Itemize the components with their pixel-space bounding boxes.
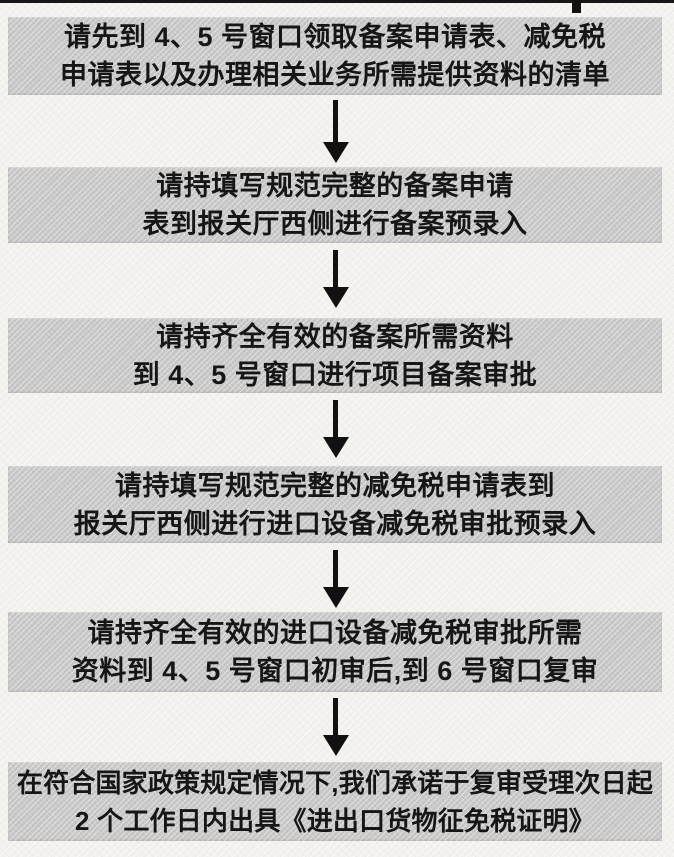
flow-step-3-line-1: 请持齐全有效的备案所需资料 [156,321,514,352]
flow-step-1: 请先到 4、5 号窗口领取备案申请表、减免税 申请表以及办理相关业务所需提供资料… [8,17,662,95]
arrow-shaft [333,550,338,587]
arrow-shaft [333,250,338,287]
flow-step-3-line-2: 到 4、5 号窗口进行项目备案审批 [132,359,538,390]
flow-step-6-line-1: 在符合国家政策规定情况下,我们承诺于复审受理次日起 [16,767,654,798]
flow-step-4-line-2: 报关厅西侧进行进口设备减免税审批预录入 [73,508,597,539]
scan-artifact-top-strip [0,0,674,3]
arrow-head [322,587,349,608]
arrow-down-icon [322,250,349,308]
arrow-down-icon [322,100,349,163]
arrow-head [322,735,349,756]
flow-step-2-line-2: 表到报关厅西侧进行备案预录入 [142,209,528,239]
flow-step-4: 请持填写规范完整的减免税申请表到 报关厅西侧进行进口设备减免税审批预录入 [8,466,662,543]
flow-step-1-line-2: 申请表以及办理相关业务所需提供资料的清单 [60,60,610,90]
flow-step-4-line-1: 请持填写规范完整的减免税申请表到 [115,470,555,501]
flow-step-5-line-2: 资料到 4、5 号窗口初审后,到 6 号窗口复审 [71,656,599,686]
arrow-shaft [333,100,338,142]
flow-step-2-line-1: 请持填写规范完整的备案申请 [156,171,514,201]
scan-artifact-blob [572,0,581,13]
flow-step-6: 在符合国家政策规定情况下,我们承诺于复审受理次日起 2 个工作日内出具《进出口货… [8,762,662,841]
arrow-head [322,142,349,163]
arrow-down-icon [322,550,349,608]
arrow-shaft [333,400,338,437]
flow-step-1-line-1: 请先到 4、5 号窗口领取备案申请表、减免税 [63,22,607,52]
flow-step-6-line-2: 2 个工作日内出具《进出口货物征免税证明》 [75,805,595,836]
arrow-down-icon [322,698,349,756]
arrow-shaft [333,698,338,735]
flow-step-3: 请持齐全有效的备案所需资料 到 4、5 号窗口进行项目备案审批 [8,318,662,393]
arrow-head [322,437,349,458]
arrow-down-icon [322,400,349,458]
flow-step-5: 请持齐全有效的进口设备减免税审批所需 资料到 4、5 号窗口初审后,到 6 号窗… [8,612,662,692]
flow-step-5-line-1: 请持齐全有效的进口设备减免税审批所需 [87,618,583,648]
arrow-head [322,287,349,308]
flow-step-2: 请持填写规范完整的备案申请 表到报关厅西侧进行备案预录入 [8,167,662,243]
